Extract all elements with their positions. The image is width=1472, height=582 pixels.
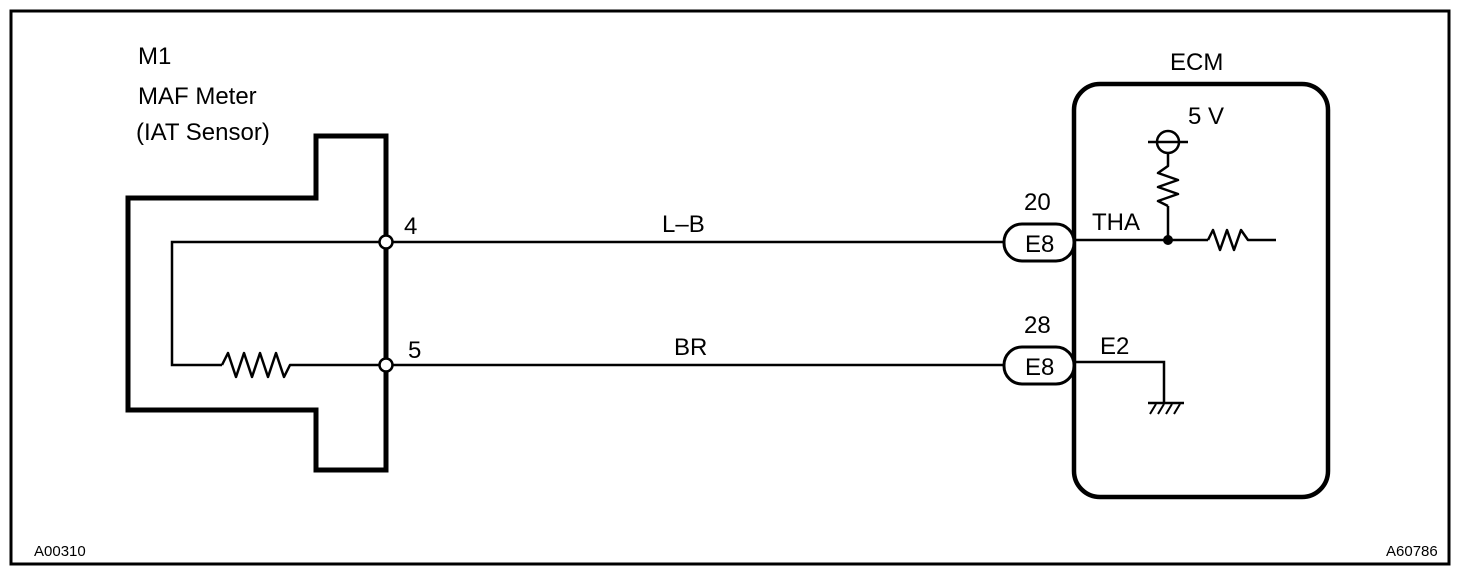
- ground-icon: [1148, 401, 1184, 415]
- figure-code-left: A00310: [34, 543, 86, 560]
- wire-lb-color: L–B: [662, 211, 705, 238]
- ecm-pin-20-label: 20: [1024, 189, 1051, 216]
- maf-meter-body: [125, 133, 389, 473]
- ecm-title: ECM: [1170, 49, 1223, 76]
- supply-terminal-icon: [1148, 129, 1188, 155]
- component-subname: (IAT Sensor): [136, 119, 270, 146]
- e2-line: [1074, 360, 1166, 402]
- e2-label: E2: [1100, 333, 1129, 360]
- pin-4-label: 4: [404, 213, 417, 240]
- tha-label: THA: [1092, 209, 1140, 236]
- pullup-resistor-icon: [1156, 153, 1180, 208]
- ecm-pin-28-label: 28: [1024, 312, 1051, 339]
- figure-code-right: A60786: [1386, 543, 1438, 560]
- supply-voltage-label: 5 V: [1188, 103, 1224, 130]
- wire-br-color: BR: [674, 334, 707, 361]
- component-name: MAF Meter: [138, 83, 257, 110]
- pin-5-terminal: [378, 357, 394, 373]
- ecm-internal-resistor-icon: [1206, 228, 1276, 252]
- connector-e8-upper-label: E8: [1025, 231, 1054, 258]
- diagram-frame: [9, 9, 1451, 566]
- connector-e8-lower: [1002, 345, 1076, 386]
- thermistor-resistor-icon: [220, 351, 386, 379]
- pin-4-terminal: [378, 234, 394, 250]
- sensor-internal-loop: [170, 240, 386, 367]
- ecm-box: [1071, 81, 1331, 500]
- connector-e8-lower-label: E8: [1025, 354, 1054, 381]
- connector-e8-upper: [1002, 222, 1076, 263]
- component-code: M1: [138, 43, 171, 70]
- pin-5-label: 5: [408, 337, 421, 364]
